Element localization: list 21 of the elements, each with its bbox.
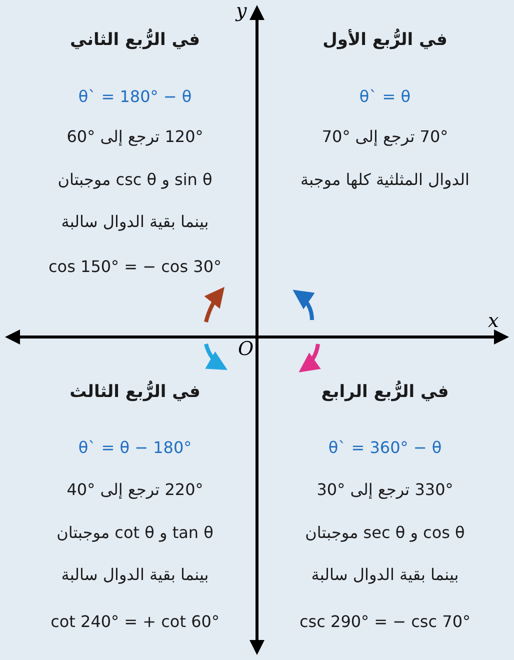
formula: θ` = 180° − θ bbox=[78, 87, 192, 106]
formula: θ` = θ bbox=[359, 87, 411, 106]
sign-text: بينما بقية الدوال سالبة bbox=[311, 565, 459, 584]
axis-label: x bbox=[488, 310, 499, 332]
quadrant-heading: في الرُّبع الرابع bbox=[321, 382, 449, 402]
sign-text: sin θ و csc θ موجبتان bbox=[58, 170, 212, 190]
quadrant-heading: في الرُّبع الثاني bbox=[70, 30, 200, 50]
formula: csc 290° = − csc 70° bbox=[300, 612, 470, 632]
formula: cot 240° = + cot 60° bbox=[50, 612, 220, 632]
sign-text: tan θ و cot θ موجبتان bbox=[56, 523, 214, 542]
sign-text: cos θ و sec θ موجبتان bbox=[305, 523, 465, 542]
sign-text: الدوال المثلثية كلها موجبة bbox=[300, 170, 470, 190]
formula: θ` = θ − 180° bbox=[78, 438, 192, 458]
axis-label: O bbox=[238, 338, 254, 360]
formula: cos 150° = − cos 30° bbox=[48, 257, 222, 276]
quadrant-heading: في الرُّبع الثالث bbox=[70, 382, 200, 402]
sign-text: بينما بقية الدوال سالبة bbox=[61, 212, 209, 232]
quadrant-heading: في الرُّبع الأول bbox=[322, 30, 448, 50]
sign-text: بينما بقية الدوال سالبة bbox=[61, 565, 209, 584]
formula: θ` = 360° − θ bbox=[328, 438, 442, 458]
axis-label: y bbox=[236, 0, 247, 22]
